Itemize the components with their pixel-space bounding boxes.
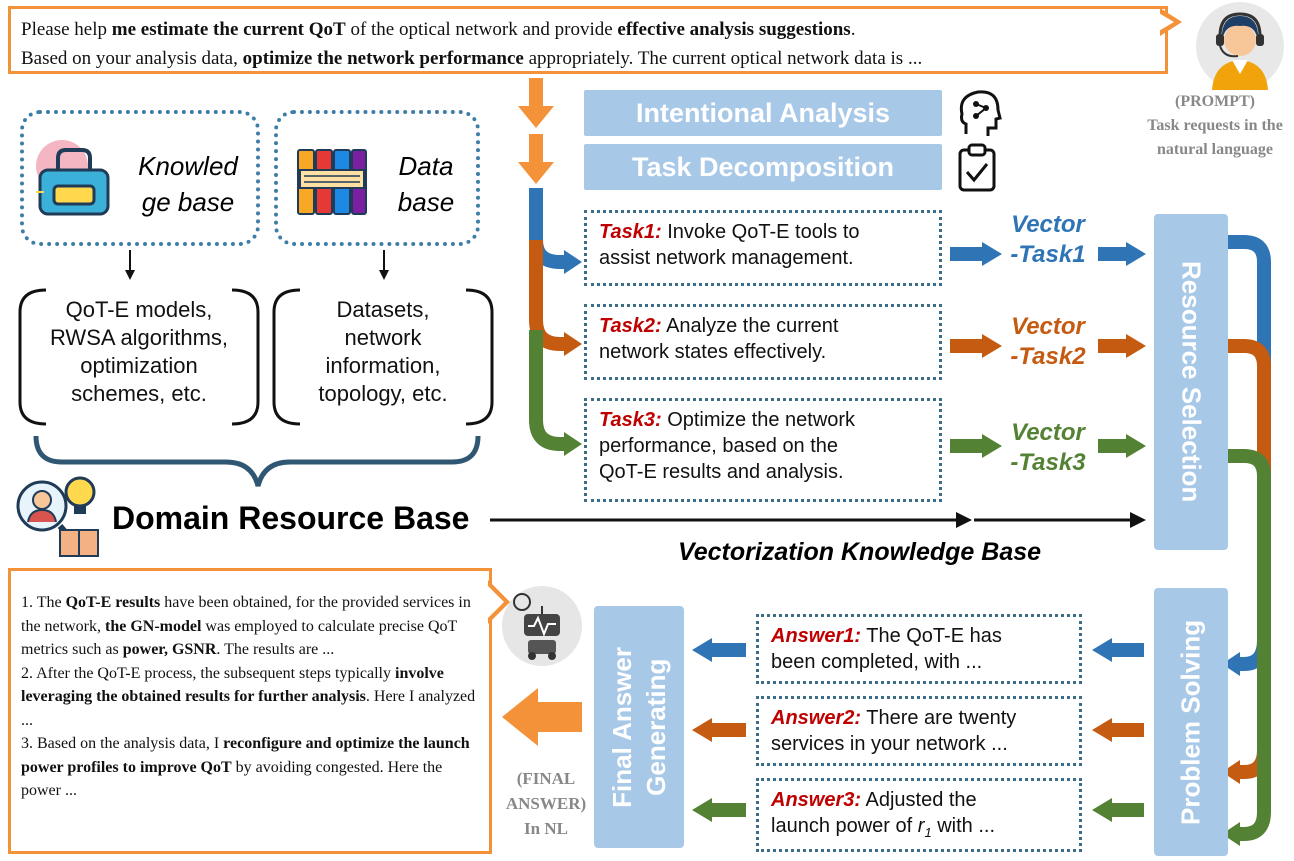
expert-bulb-icon (16, 476, 99, 557)
prompt-line-1: Please help me estimate the current QoT … (21, 19, 856, 40)
final-answer-side-label: (FINAL ANSWER) In NL (505, 769, 587, 838)
final-answer-point-1: 1. The QoT-E results have been obtained,… (21, 594, 471, 658)
answer-box-1: Answer1: The QoT-E has been completed, w… (756, 614, 1082, 684)
domain-resource-base-title: Domain Resource Base (112, 500, 470, 536)
final-answer-point-3: 3. Based on the analysis data, I reconfi… (21, 735, 470, 799)
binders-icon (297, 149, 367, 215)
knowledge-base-card (20, 110, 260, 246)
prompt-box: Please help me estimate the current QoT … (8, 6, 1168, 74)
final-answer-point-2: 2. After the QoT-E process, the subseque… (21, 664, 476, 729)
vectorization-kb-label: Vectorization Knowledge Base (678, 538, 1042, 566)
resource-selection-bar: Resource Selection (1154, 214, 1228, 550)
prompt-line-2: Based on your analysis data, optimize th… (21, 48, 923, 69)
final-answer-pointer (488, 580, 510, 624)
task-box-1: Task1: Invoke QoT-E tools to assist netw… (584, 210, 942, 286)
prompt-side-label: (PROMPT) Task requests in the natural la… (1147, 93, 1283, 158)
vector-task-1: Vector-Task1 (1010, 211, 1086, 268)
data-items: Datasets, network information, topology,… (318, 297, 448, 406)
robot-icon (502, 586, 582, 666)
intentional-analysis-bar: Intentional Analysis (584, 90, 942, 136)
task-decomposition-bar: Task Decomposition (584, 144, 942, 190)
user-avatar-icon (1196, 2, 1284, 90)
knowledge-base-title: Knowled ge base (138, 151, 238, 217)
final-answer-box: 1. The QoT-E results have been obtained,… (8, 568, 492, 854)
data-base-title: Data base (397, 151, 455, 217)
task-box-2: Task2: Analyze the current network state… (584, 304, 942, 380)
brain-head-icon (959, 90, 1002, 136)
answer-box-2: Answer2: There are twenty services in yo… (756, 696, 1082, 766)
problem-solving-bar: Problem Solving (1154, 588, 1228, 856)
clipboard-check-icon (958, 143, 996, 192)
toolbox-icon (36, 140, 110, 216)
task-box-3: Task3: Optimize the network performance,… (584, 398, 942, 502)
vector-task-3: Vector-Task3 (1010, 419, 1086, 476)
vector-task-2: Vector-Task2 (1010, 313, 1086, 370)
knowledge-items: QoT-E models, RWSA algorithms, optimizat… (49, 297, 229, 406)
answer-box-3: Answer3: Adjusted the launch power of r1… (756, 778, 1082, 852)
